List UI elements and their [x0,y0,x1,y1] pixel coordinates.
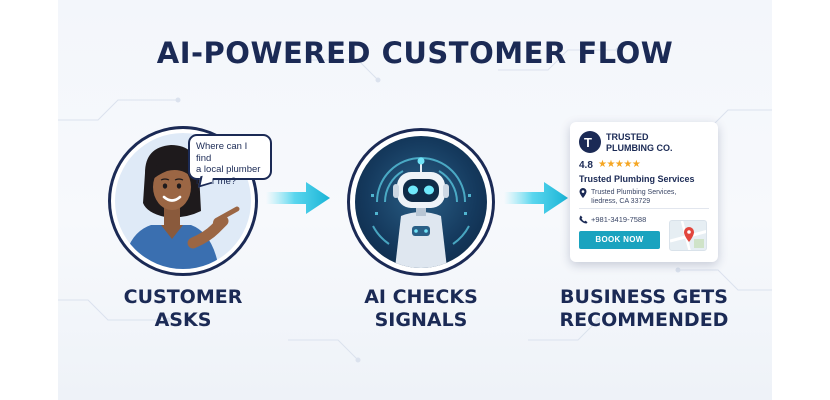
step-1-label-line-2: ASKS [154,309,212,331]
service-name: Trusted Plumbing Services [579,174,695,184]
woman-pointing-illustration [123,145,240,269]
business-logo-icon: T [579,131,601,153]
diagram-title: AI-POWERED CUSTOMER FLOW [156,36,674,70]
step-1-label-line-1: CUSTOMER [123,286,243,308]
speech-line-2: a local plumber [196,164,261,175]
customer-circle [108,126,258,276]
business-listing-card: T TRUSTED PLUMBING CO. 4.8 ★★★★★ Trusted… [570,122,718,262]
step-3-label-line-1: BUSINESS GETS [560,286,728,308]
phone-number: +981-3419-7588 [591,215,647,224]
speech-bubble: Where can I find a local plumber near me… [188,134,272,188]
business-address: Trusted Plumbing Services, Iiedress, CA … [591,188,711,206]
step-label-customer-asks: CUSTOMER ASKS [98,286,268,332]
speech-line-3: near me? [196,175,237,187]
step-2-label-line-2: SIGNALS [374,309,468,331]
card-divider [579,208,709,209]
robot-circle [347,128,495,276]
step-2-label-line-1: AI CHECKS [364,286,478,308]
business-logo-letter: T [584,135,592,150]
phone-icon [579,215,588,224]
robot-illustration [371,157,471,268]
speech-line-1: Where can I find [196,141,248,164]
business-name-line-1: TRUSTED [606,132,649,142]
arrow-right-icon [266,182,330,214]
location-pin-icon [579,188,587,198]
diagram-canvas: AI-POWERED CUSTOMER FLOW [58,0,772,400]
rating-value: 4.8 [579,160,593,171]
address-line-1: Trusted Plumbing Services, [591,189,677,196]
step-label-ai-checks-signals: AI CHECKS SIGNALS [331,286,511,332]
business-name-line-2: PLUMBING CO. [606,142,673,153]
book-now-button[interactable]: BOOK NOW [579,231,660,249]
step-label-business-gets-recommended: BUSINESS GETS RECOMMENDED [549,286,739,332]
address-line-2: Iiedress, CA 33729 [591,198,651,205]
arrow-right-icon [504,182,568,214]
map-thumbnail [669,220,707,251]
map-pin-icon [670,221,706,250]
business-name: TRUSTED PLUMBING CO. [606,132,706,153]
star-rating-icon: ★★★★★ [598,159,641,170]
step-3-label-line-2: RECOMMENDED [559,309,729,331]
